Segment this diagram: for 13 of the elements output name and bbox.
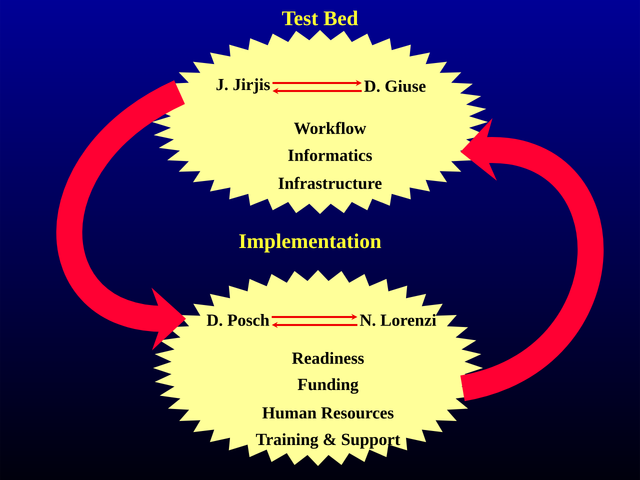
topic-label: Training & Support <box>256 433 400 449</box>
person-name: N. Lorenzi <box>360 314 436 326</box>
person-name: J. Jirjis <box>216 78 270 94</box>
topic-label: Workflow <box>294 122 366 134</box>
heading: Implementation <box>239 234 382 252</box>
topic-label: Human Resources <box>262 407 394 419</box>
topic-label: Informatics <box>288 148 372 162</box>
topic-label: Infrastructure <box>278 176 382 190</box>
topic-label: Funding <box>298 378 358 394</box>
person-name: D. Giuse <box>364 80 426 92</box>
person-name: D. Posch <box>206 314 270 326</box>
topic-label: Readiness <box>292 352 364 364</box>
heading: Test Bed <box>282 10 358 26</box>
